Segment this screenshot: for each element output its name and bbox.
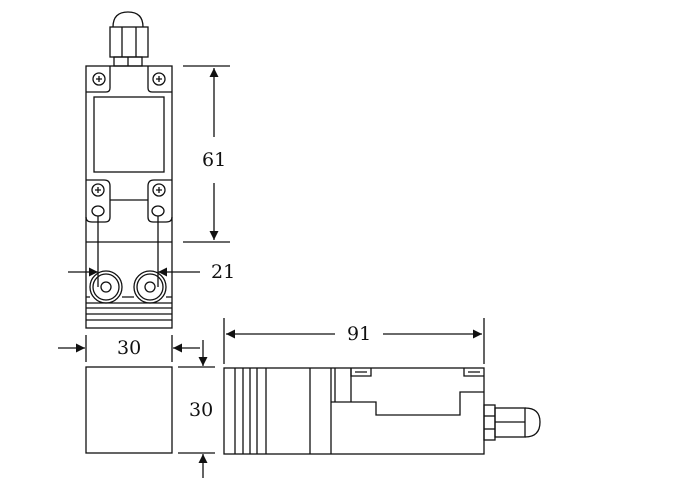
cable-gland-nut: [109, 26, 149, 58]
front-body: [85, 65, 173, 329]
screw-icon: [91, 72, 166, 197]
dimension-label-width: 30: [114, 338, 145, 358]
end-view: [85, 366, 173, 454]
dimension-label-length: 91: [344, 324, 375, 344]
display-window: [93, 96, 165, 173]
cable-gland-dome: [112, 11, 144, 28]
side-view: [223, 367, 541, 455]
connector-port: [89, 270, 167, 304]
dimension-label-depth: 30: [186, 400, 217, 420]
dimension-label-hole-spacing: 21: [208, 262, 239, 282]
front-view: [85, 11, 173, 329]
dimension-label-height: 61: [199, 150, 230, 170]
